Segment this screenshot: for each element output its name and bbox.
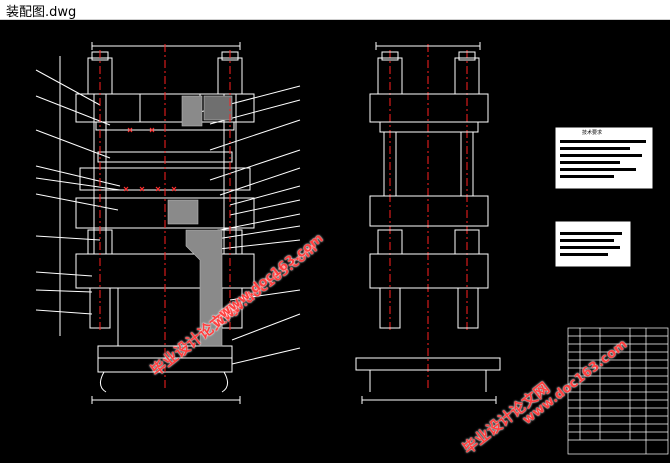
tech-requirements-title: 技术要求 — [582, 130, 603, 136]
hole-markers — [123, 127, 177, 192]
bom-table — [567, 327, 669, 455]
main-params-title: 主要技术参数 — [576, 224, 607, 230]
side-view — [355, 42, 501, 404]
section-hatching — [167, 95, 233, 347]
tech-notes-panel — [555, 127, 653, 189]
main-params-panel — [555, 221, 631, 267]
centerlines — [99, 44, 468, 390]
cad-drawing — [35, 42, 669, 455]
title-bar: 装配图.dwg — [0, 0, 670, 20]
drawing-canvas[interactable]: 技术要求 主要技术参数 毕业设计论文网 www.doc163.com www.d… — [0, 20, 670, 463]
file-tab-title[interactable]: 装配图.dwg — [6, 5, 77, 20]
